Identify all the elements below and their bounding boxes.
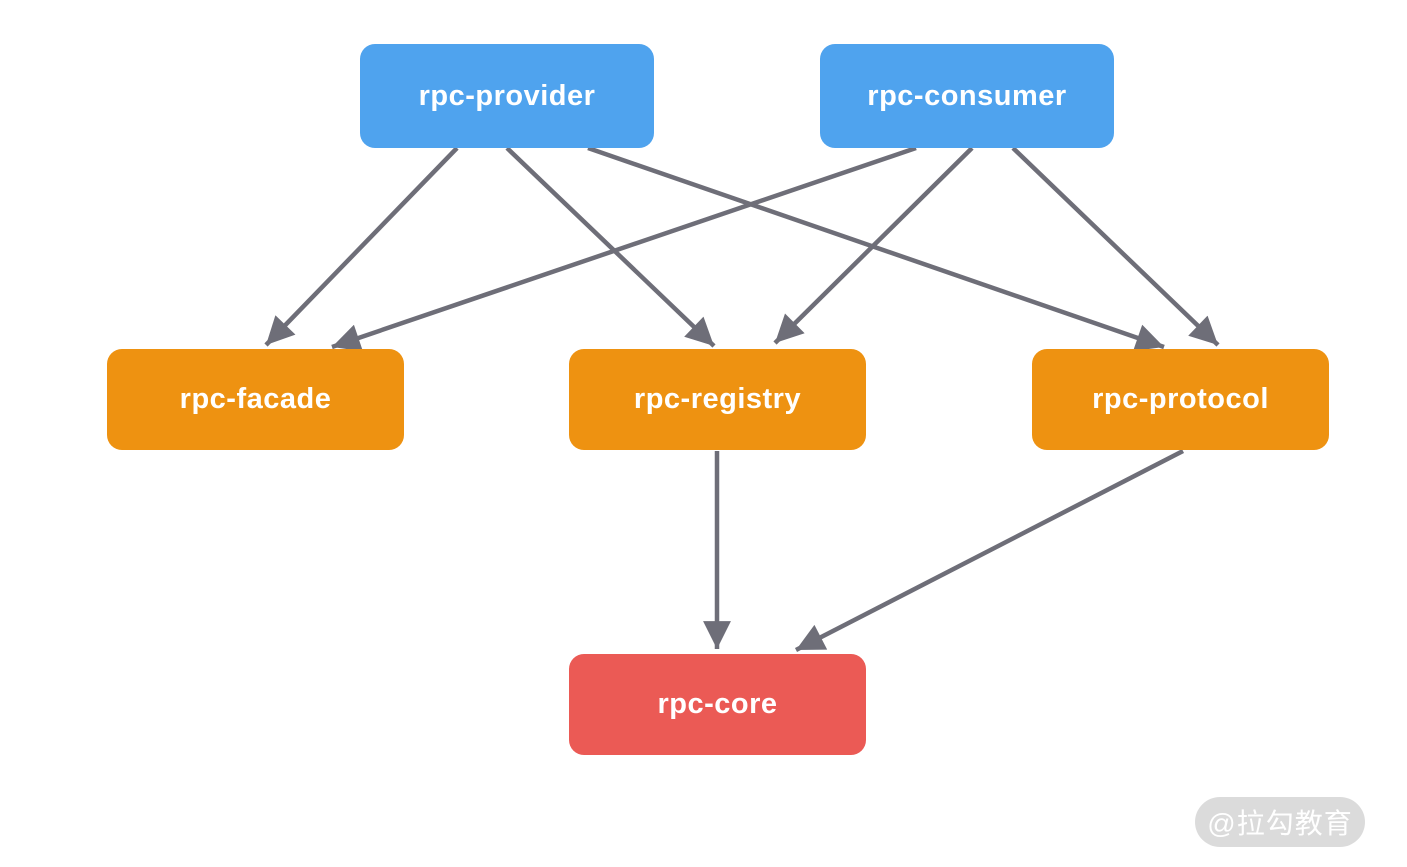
edge-rpc-provider-to-rpc-facade xyxy=(264,146,459,347)
node-rpc-protocol: rpc-protocol xyxy=(1032,349,1329,450)
edge-rpc-consumer-to-rpc-registry xyxy=(773,146,974,345)
edge-rpc-protocol-to-rpc-core xyxy=(794,448,1185,653)
node-rpc-facade: rpc-facade xyxy=(107,349,404,450)
node-rpc-consumer: rpc-consumer xyxy=(820,44,1114,148)
watermark: @拉勾教育 xyxy=(1195,797,1365,847)
edge-rpc-consumer-to-rpc-facade xyxy=(331,145,917,352)
edge-group xyxy=(264,145,1220,653)
node-rpc-provider: rpc-provider xyxy=(360,44,654,148)
edge-rpc-consumer-to-rpc-protocol xyxy=(1011,146,1220,347)
edge-rpc-provider-to-rpc-protocol xyxy=(587,145,1165,352)
node-rpc-core: rpc-core xyxy=(569,654,866,755)
edge-rpc-provider-to-rpc-registry xyxy=(505,146,716,348)
node-rpc-registry: rpc-registry xyxy=(569,349,866,450)
